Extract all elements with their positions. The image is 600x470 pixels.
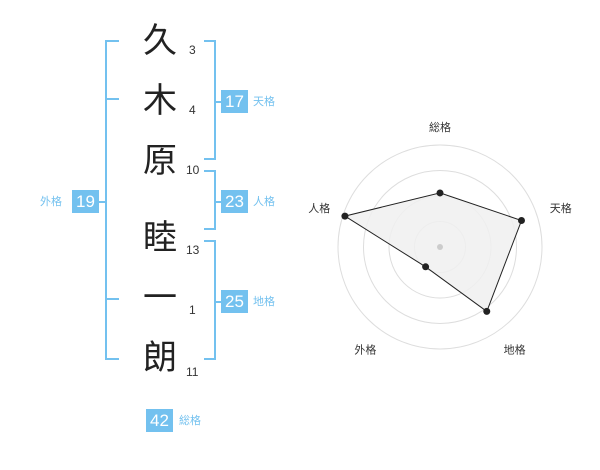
gaikaku-badge: 19	[72, 190, 99, 213]
chikaku-connector	[214, 301, 222, 303]
tenkaku-badge: 17	[221, 90, 248, 113]
jinkaku-bracket-bottom	[204, 228, 216, 230]
radar-point-5	[341, 212, 349, 220]
gaikaku-bracket	[105, 40, 107, 360]
gaikaku-bracket-tick	[105, 98, 119, 100]
radar-series	[343, 192, 523, 313]
jinkaku-connector	[214, 201, 222, 203]
radar-ring	[337, 144, 543, 350]
radar-axis-label: 天格	[550, 201, 572, 215]
chikaku-bracket	[214, 240, 216, 360]
gaikaku-bracket-tick	[105, 298, 119, 300]
stroke-count-6: 11	[186, 365, 199, 379]
jinkaku-label: 人格	[253, 195, 275, 208]
tenkaku-label: 天格	[253, 95, 275, 108]
gaikaku-bracket-top	[105, 40, 119, 42]
name-char-2: 木	[143, 81, 177, 121]
radar-axis-label: 人格	[308, 201, 330, 215]
name-char-1: 久	[143, 21, 177, 61]
name-char-6: 朗	[143, 338, 177, 378]
gaikaku-label: 外格	[40, 195, 62, 208]
jinkaku-bracket	[214, 170, 216, 230]
radar-point-2	[517, 217, 525, 225]
radar-axis-label: 地格	[504, 343, 526, 357]
name-char-5: 一	[143, 278, 177, 318]
jinkaku-badge: 23	[221, 190, 248, 213]
radar-axis-label: 総格	[429, 120, 451, 134]
soukaku-badge: 42	[146, 409, 173, 432]
radar-center-dot	[437, 244, 443, 250]
stroke-count-1: 3	[189, 43, 196, 57]
soukaku-label: 総格	[179, 414, 201, 427]
stroke-count-2: 4	[189, 103, 196, 117]
stroke-count-4: 13	[186, 243, 200, 257]
chikaku-badge: 25	[221, 290, 248, 313]
chikaku-bracket-bottom	[204, 358, 216, 360]
stroke-count-3: 10	[186, 163, 200, 177]
chikaku-bracket-top	[204, 240, 216, 242]
tenkaku-bracket	[214, 40, 216, 160]
radar-point-1	[436, 189, 444, 197]
jinkaku-bracket-top	[204, 170, 216, 172]
tenkaku-bracket-bottom	[204, 158, 216, 160]
gaikaku-bracket-bottom	[105, 358, 119, 360]
name-char-3: 原	[143, 141, 177, 181]
radar-point-3	[483, 307, 491, 315]
chikaku-label: 地格	[253, 295, 275, 308]
tenkaku-bracket-top	[204, 40, 216, 42]
radar-axis-label: 外格	[354, 343, 376, 357]
radar-point-4	[422, 263, 430, 271]
tenkaku-connector	[214, 101, 222, 103]
stroke-count-5: 1	[189, 303, 196, 317]
name-char-4: 睦	[143, 218, 177, 258]
gaikaku-connector	[98, 201, 106, 203]
radar-ring	[363, 170, 517, 324]
